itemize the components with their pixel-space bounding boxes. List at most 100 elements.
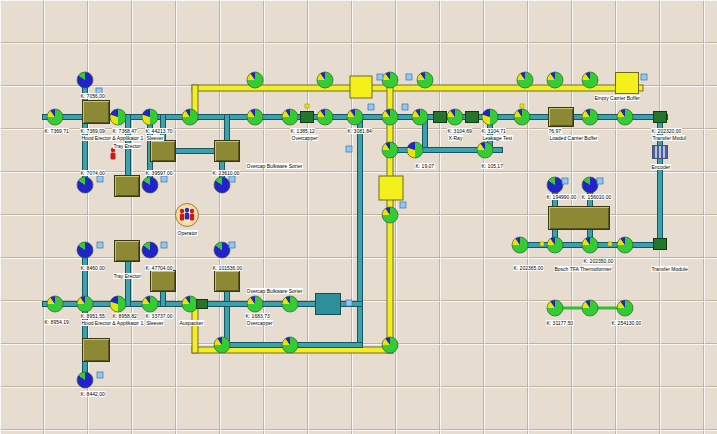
status-pie <box>214 337 230 353</box>
status-pie-rim <box>407 142 423 158</box>
machine-box: Bosch TFA Thermoformer <box>548 206 610 230</box>
machine-label: Hood Erector & Applikator 1 <box>81 320 144 326</box>
machine-label: Auspacker <box>179 320 204 326</box>
status-pie <box>317 72 333 88</box>
status-pie <box>477 142 493 158</box>
status-pie <box>216 177 222 185</box>
status-pie <box>347 109 363 125</box>
machine-label: Loaded Carrier Buffer <box>549 135 598 141</box>
status-pie-rim <box>477 142 493 158</box>
status-pie <box>547 177 563 193</box>
status-pie <box>142 296 158 312</box>
status-square <box>97 176 103 182</box>
counter-label: K: 33737,00 <box>145 313 173 319</box>
counter-label: K: 194990,00 <box>546 194 577 200</box>
conveyor <box>357 117 363 345</box>
status-pie <box>77 242 93 258</box>
status-square <box>161 176 167 182</box>
conveyor-edge <box>660 159 661 238</box>
machine-box: Tray Erector <box>114 240 140 262</box>
status-pie-rim <box>142 296 158 312</box>
status-square <box>400 202 406 208</box>
machine-box: Leakage Test <box>465 111 479 123</box>
counter-label: K: 3104,69 <box>447 128 472 134</box>
status-pie-rim <box>317 72 333 88</box>
status-pie-rim <box>447 109 463 125</box>
counter-label: K: 19,07 <box>415 163 435 169</box>
status-pie <box>118 109 126 125</box>
counter-label: K: 7368,47 <box>112 128 137 134</box>
counter-label: K: 31177,50 <box>546 320 574 326</box>
status-pie-rim <box>77 296 93 312</box>
status-pie-rim <box>214 242 230 258</box>
status-pie <box>584 177 590 185</box>
status-pie <box>144 242 150 250</box>
counter-label: K: 7369,71 <box>44 128 69 134</box>
status-pie <box>142 177 158 193</box>
conveyor <box>657 159 663 238</box>
status-pie <box>514 109 530 125</box>
counter-label: K: 44213,70 <box>145 128 173 134</box>
status-pie-rim <box>582 109 598 125</box>
status-pie-rim <box>617 300 633 316</box>
conveyor <box>225 292 229 345</box>
status-pie-rim <box>512 237 528 253</box>
status-pie <box>382 109 398 125</box>
machine-label: Leakage Test <box>482 135 513 141</box>
status-pie <box>382 72 398 88</box>
conveyor <box>160 292 166 304</box>
counter-label: K: 23610,00 <box>212 170 240 176</box>
machine-box: Empty Carrier Buffer <box>615 72 639 94</box>
status-pie <box>382 207 398 223</box>
machine-label: Empty Carrier Buffer <box>594 95 640 101</box>
counter-label: K: 1385,12 <box>290 128 315 134</box>
status-pie-rim <box>214 177 230 193</box>
status-pie <box>247 72 263 88</box>
machine-label: Transfer Module <box>651 266 688 272</box>
status-pie-rim <box>617 237 633 253</box>
status-pie-rim <box>482 109 498 125</box>
status-pie <box>77 372 93 388</box>
status-square <box>608 242 612 246</box>
status-square <box>229 176 235 182</box>
status-pie-rim <box>382 337 398 353</box>
conveyor <box>126 262 130 304</box>
machine-box: Hood Erector & Applikator 1 <box>82 100 110 124</box>
status-pie <box>447 109 463 125</box>
status-pie <box>517 72 533 88</box>
counter-label: K: 8460,00 <box>80 265 105 271</box>
conveyor <box>125 262 131 304</box>
worker-figure <box>111 148 116 160</box>
status-pie-rim <box>214 337 230 353</box>
status-pie-rim <box>382 72 398 88</box>
status-pie <box>282 109 298 125</box>
status-pie-rim <box>382 207 398 223</box>
status-pie <box>547 72 563 88</box>
machine-label: Hood Erector & Applikator 1 <box>81 135 144 141</box>
counter-label: K: 105,17 <box>481 163 503 169</box>
conveyor <box>161 292 165 304</box>
status-square <box>406 74 412 80</box>
machine-box: Overcapper <box>300 111 314 123</box>
counter-label: K: 8954,19 <box>44 319 69 325</box>
status-pie <box>582 109 598 125</box>
status-pie-rim <box>77 177 93 193</box>
status-pie <box>214 242 230 258</box>
status-pie <box>142 242 158 258</box>
status-pie-rim <box>547 72 563 88</box>
status-pie <box>79 72 85 80</box>
machine-label: Tray Erector <box>113 273 141 279</box>
status-pie <box>150 109 158 125</box>
status-pie <box>247 109 263 125</box>
machine-box: Overcap Bulkware Sorter <box>214 140 240 162</box>
status-pie <box>282 337 298 353</box>
status-pie-rim <box>547 177 563 193</box>
machine-label: Sleever <box>146 320 164 326</box>
status-pie <box>582 72 598 88</box>
conveyor <box>358 117 362 345</box>
status-square <box>597 178 603 184</box>
machine-label: Overcap Bulkware Sorter <box>246 288 303 294</box>
status-pie <box>77 177 93 193</box>
machine-label: Tray Erector <box>113 143 141 149</box>
machine-label: Overcapper <box>291 135 318 141</box>
